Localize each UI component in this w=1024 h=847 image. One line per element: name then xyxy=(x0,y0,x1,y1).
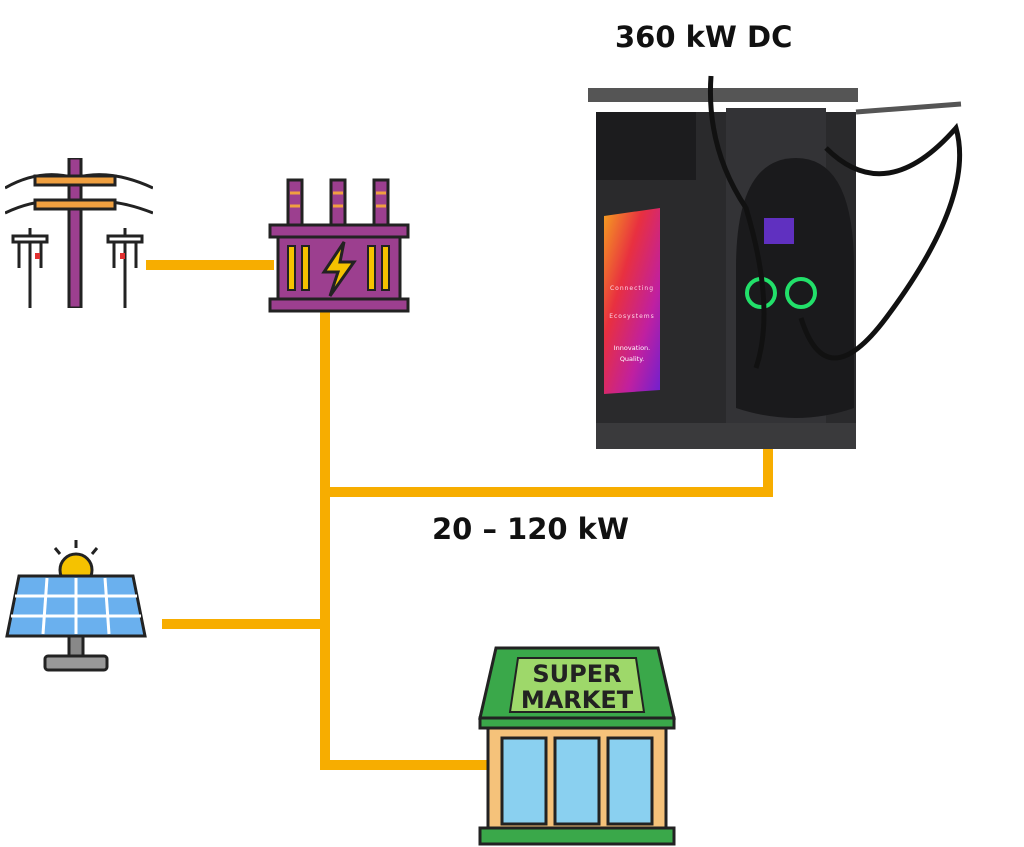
power-pole-icon xyxy=(5,158,153,308)
sign-line-2: MARKET xyxy=(521,686,634,714)
bus-to-supermarket-line xyxy=(320,760,492,770)
charger-screen-line-2: Ecosystems xyxy=(609,313,655,320)
solar-panel-icon xyxy=(5,540,147,672)
solar-to-bus-line xyxy=(162,619,325,629)
bus-to-charger-line xyxy=(320,487,773,497)
transformer-icon xyxy=(268,178,410,313)
charger-screen: Connecting Ecosystems Innovation. Qualit… xyxy=(604,208,660,394)
sign-line-1: SUPER xyxy=(532,660,621,688)
charger-screen-line-4: Quality. xyxy=(620,355,644,363)
grid-to-transformer-line xyxy=(146,260,274,270)
charger-screen-line-1: Connecting xyxy=(610,285,654,292)
charger-feed-line xyxy=(763,445,773,497)
ev-charger-image: Connecting Ecosystems Innovation. Qualit… xyxy=(588,75,963,449)
charger-screen-line-3: Innovation. xyxy=(614,344,650,352)
main-bus-line xyxy=(320,312,330,770)
charger-power-label: 360 kW DC xyxy=(615,20,793,54)
grid-power-label: 20 – 120 kW xyxy=(432,512,629,546)
supermarket-icon: SUPER MARKET xyxy=(478,646,676,846)
